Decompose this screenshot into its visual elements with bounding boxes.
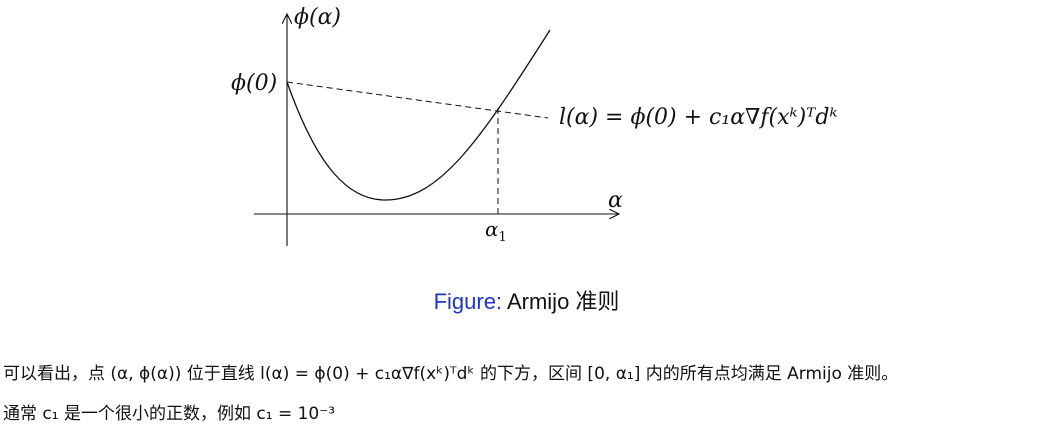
phi-curve [286,29,551,201]
figure-caption: Figure: Armijo 准则 [0,287,1053,317]
body-paragraph-2: 通常 c₁ 是一个很小的正数，例如 c₁ = 10⁻³ [3,404,336,424]
alpha1-label: α1 [485,217,507,245]
armijo-line-label: l(α) = ϕ(0) + c₁α∇f(xᵏ)ᵀdᵏ [559,105,838,130]
body-paragraph-1: 可以看出，点 (α, ϕ(α)) 位于直线 l(α) = ϕ(0) + c₁α∇… [3,364,899,384]
phi0-label: ϕ(0) [231,71,277,96]
armijo-line [286,81,549,119]
armijo-figure: ϕ(α) α ϕ(0) α1 l(α) = ϕ(0) + c₁α∇f(xᵏ)ᵀd… [231,5,838,246]
y-axis-label: ϕ(α) [294,5,341,30]
caption-label: Figure: [433,289,503,314]
caption-text: Armijo 准则 [506,289,620,314]
x-axis-label: α [608,188,623,213]
